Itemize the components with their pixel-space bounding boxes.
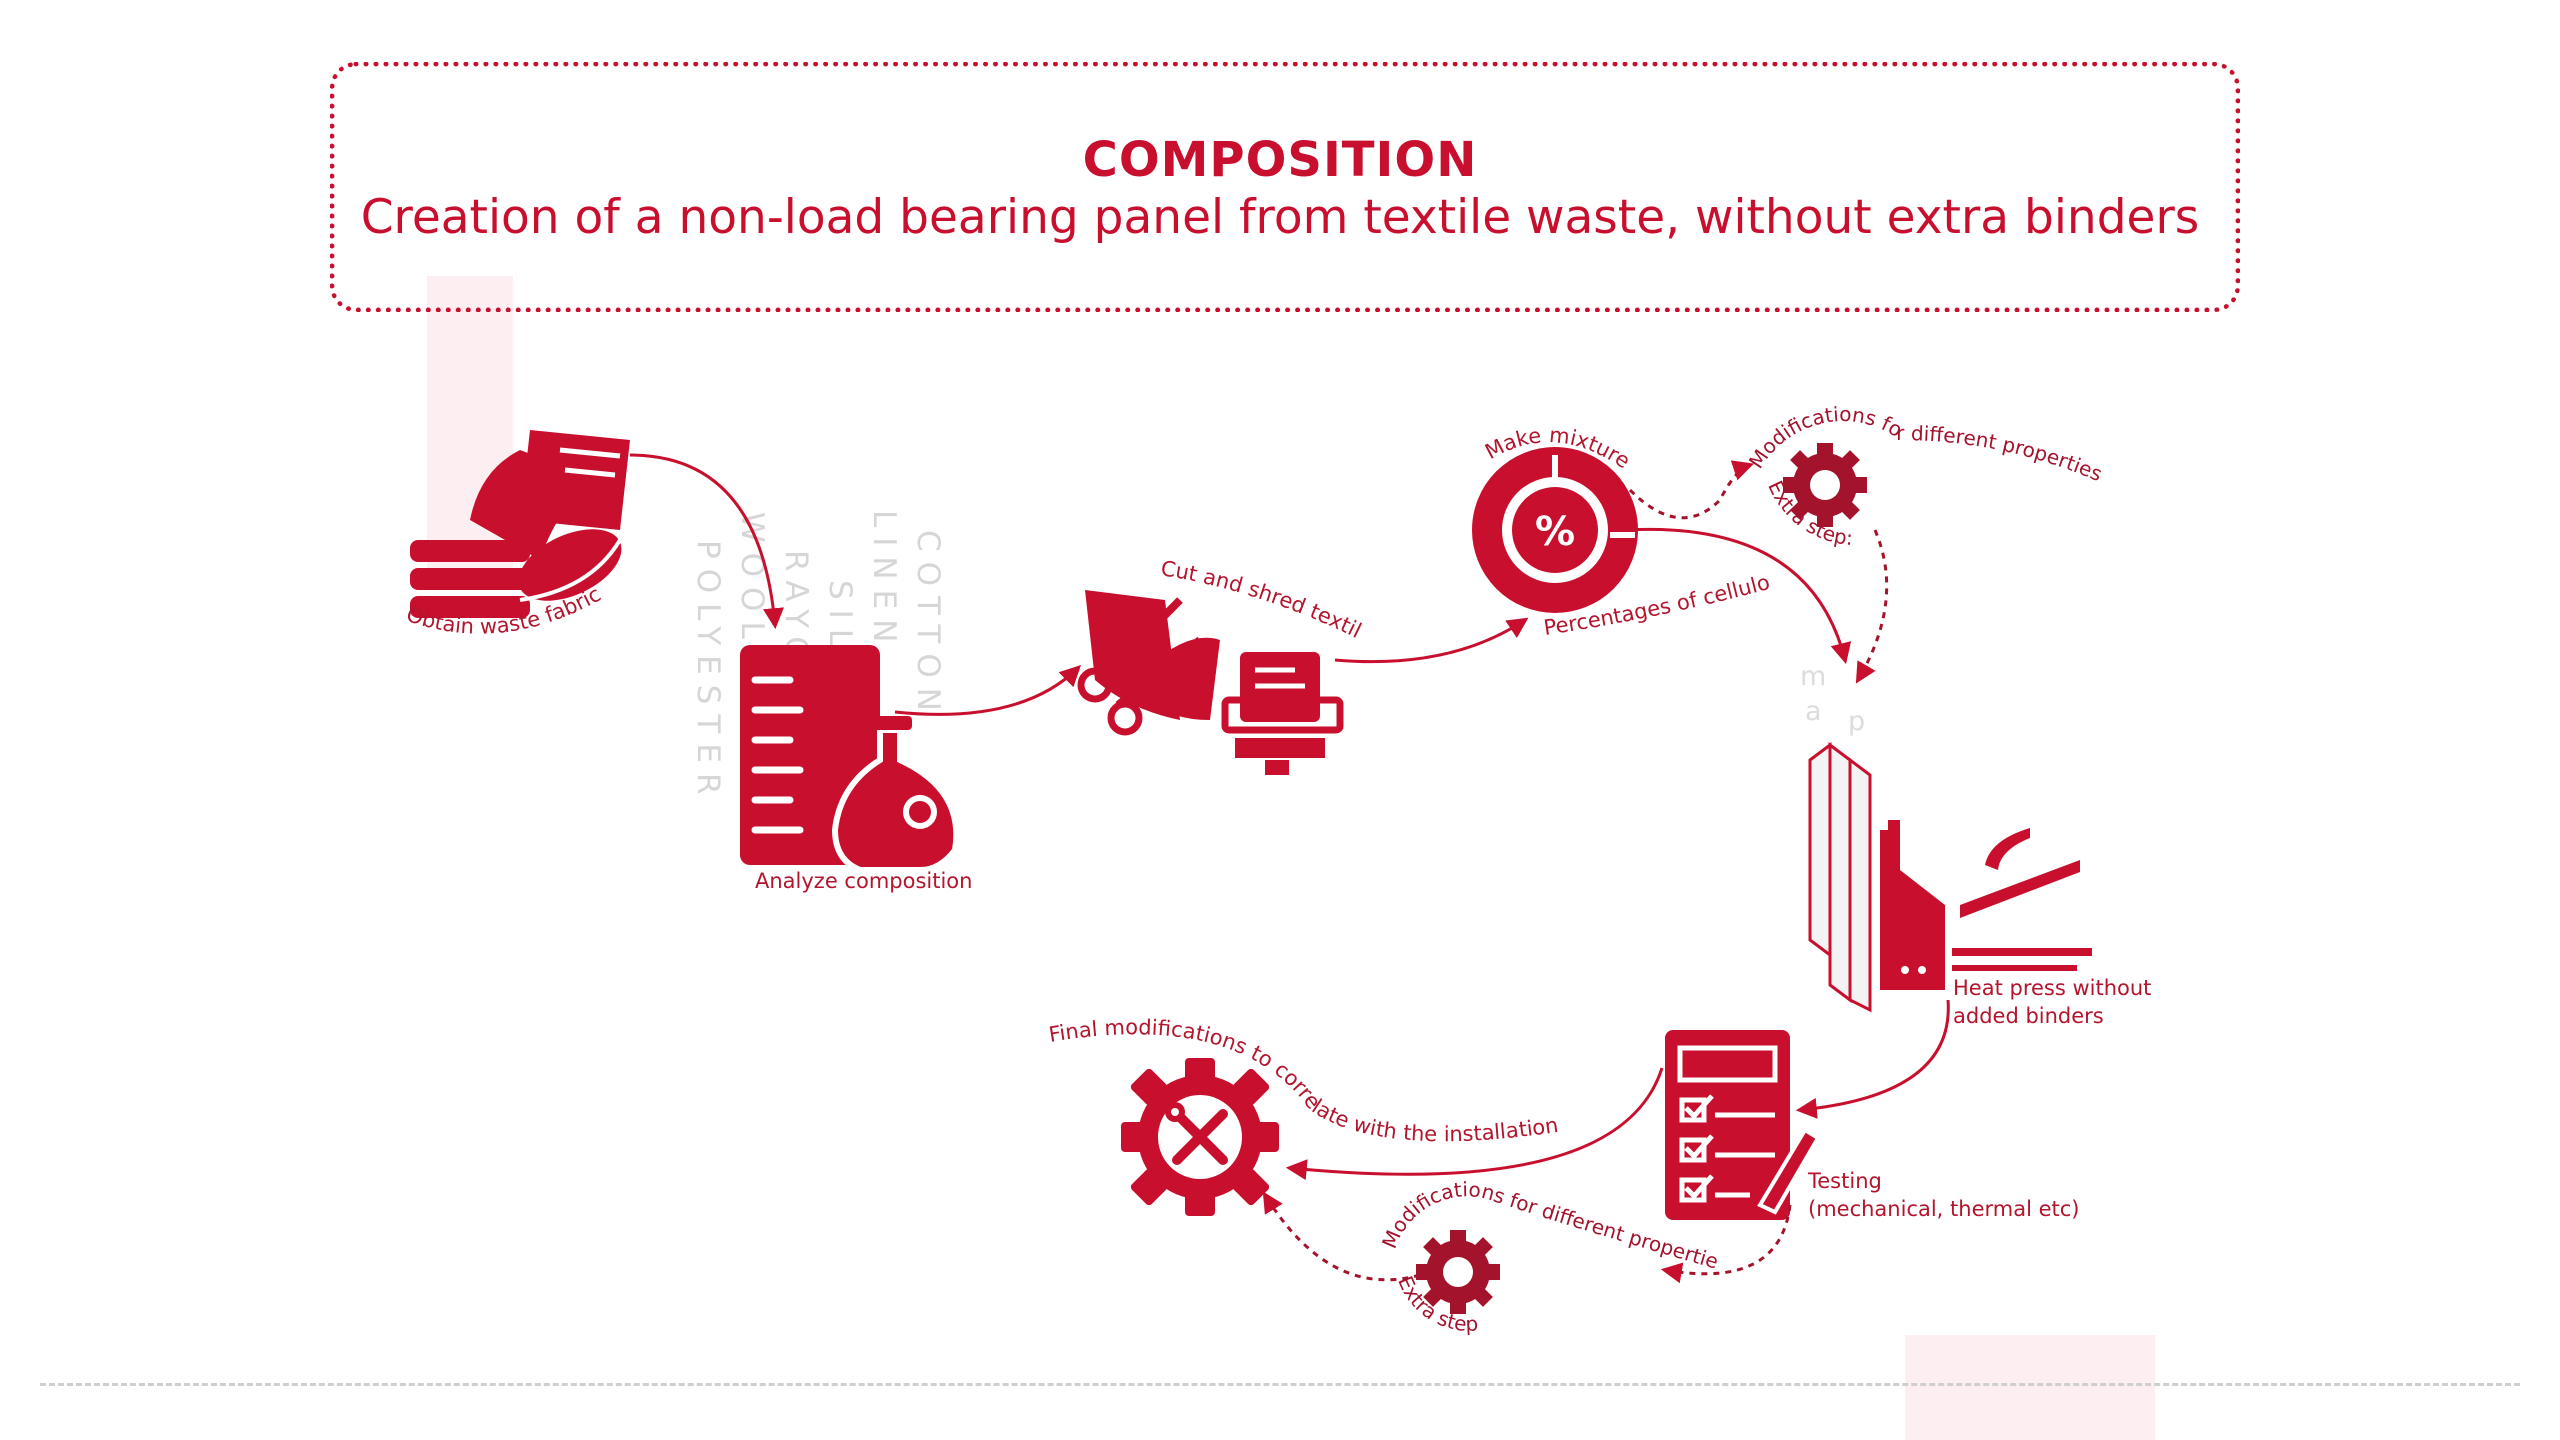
fabric-stack-icon bbox=[410, 430, 630, 618]
page-title: COMPOSITION bbox=[1082, 132, 1478, 188]
arrow-analyze-to-cut bbox=[894, 665, 1081, 716]
decorative-highlight-bottom bbox=[1905, 1335, 2155, 1440]
dashed-arrow-to-top-extra-step bbox=[1628, 460, 1754, 520]
arrow-cut-to-mix bbox=[1334, 617, 1529, 664]
material-mark-2: a bbox=[1805, 696, 1822, 727]
material-mark-3: p bbox=[1848, 706, 1865, 737]
arrow-heat-press-to-testing bbox=[1795, 999, 1950, 1119]
mixture-donut-icon: % bbox=[1472, 447, 1638, 613]
testing-label-line1: Testing bbox=[1807, 1169, 1882, 1193]
material-linen: LINEN bbox=[866, 510, 902, 652]
page-subtitle: Creation of a non-load bearing panel fro… bbox=[360, 190, 2200, 245]
make-mixtures-label: Make mixtures bbox=[0, 0, 1634, 473]
scissors-shredder-icon bbox=[1077, 590, 1344, 775]
dashed-arrow-top-extra-to-heat-press bbox=[1855, 529, 1889, 684]
heat-press-label-line2: added binders bbox=[1953, 1004, 2104, 1028]
material-polyester: POLYESTER bbox=[690, 540, 726, 805]
material-cotton: COTTON bbox=[910, 530, 946, 721]
top-extra-gear-icon bbox=[1783, 443, 1867, 527]
dashed-arrow-testing-to-bottom-extra bbox=[1660, 1204, 1792, 1284]
final-gear-tools-icon bbox=[1121, 1058, 1279, 1216]
material-mark-1: m bbox=[1800, 661, 1826, 692]
percent-icon: % bbox=[1535, 509, 1575, 555]
heat-press-icon bbox=[1808, 742, 2092, 1013]
dashed-arrow-bottom-extra-to-final bbox=[1262, 1191, 1421, 1282]
header-box bbox=[330, 62, 2240, 312]
analyze-composition-label: Analyze composition bbox=[755, 869, 972, 893]
arrow-obtain-to-analyze bbox=[629, 453, 784, 630]
material-labels: POLYESTER WOOL RAYON SILK LINEN COTTON bbox=[690, 510, 946, 805]
cut-and-shred-label: Cut and shred textiles bbox=[0, 0, 1365, 643]
arrow-testing-to-final bbox=[1285, 1067, 1664, 1181]
footer-divider bbox=[40, 1383, 2520, 1386]
beaker-flask-icon bbox=[740, 645, 960, 873]
testing-checklist-icon bbox=[1665, 1030, 1821, 1220]
bottom-modifications-label: Modifications for different properties bbox=[0, 0, 1721, 1274]
arrow-mix-to-heat-press bbox=[1624, 527, 1852, 665]
testing-label-line2: (mechanical, thermal etc) bbox=[1808, 1197, 2080, 1221]
heat-press-label-line1: Heat press without bbox=[1953, 976, 2151, 1000]
